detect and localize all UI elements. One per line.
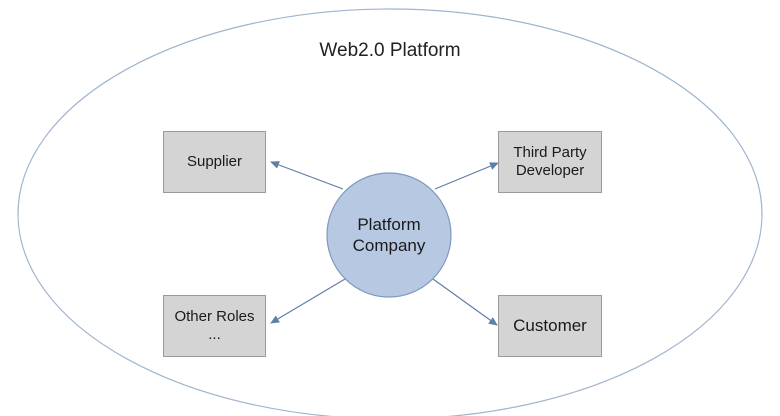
- arrow-to-other-roles: [270, 278, 346, 324]
- arrow-to-customer: [432, 278, 498, 326]
- platform-company-label-line2: Company: [352, 236, 426, 255]
- other-roles-label-line1: Other Roles: [174, 308, 255, 325]
- customer-label: Customer: [513, 315, 587, 335]
- third-party-developer-label-line2: Developer: [515, 162, 585, 179]
- arrow-to-third-party-developer: [434, 162, 499, 190]
- customer-box: Customer: [498, 295, 602, 357]
- arrow-to-supplier: [270, 161, 344, 190]
- platform-company-label-line1: Platform: [357, 214, 421, 234]
- platform-company-label: Platform Company: [327, 173, 451, 297]
- third-party-developer-label-line1: Third Party: [513, 144, 587, 161]
- supplier-box: Supplier: [163, 131, 266, 193]
- platform-company-circle: [326, 172, 452, 298]
- other-roles-label-line2: ...: [208, 326, 221, 343]
- other-roles-box: Other Roles ...: [163, 295, 266, 357]
- supplier-label: Supplier: [186, 153, 243, 170]
- third-party-developer-box: Third Party Developer: [498, 131, 602, 193]
- platform-boundary-ellipse: [17, 8, 763, 416]
- diagram-title: Web2.0 Platform: [319, 40, 461, 61]
